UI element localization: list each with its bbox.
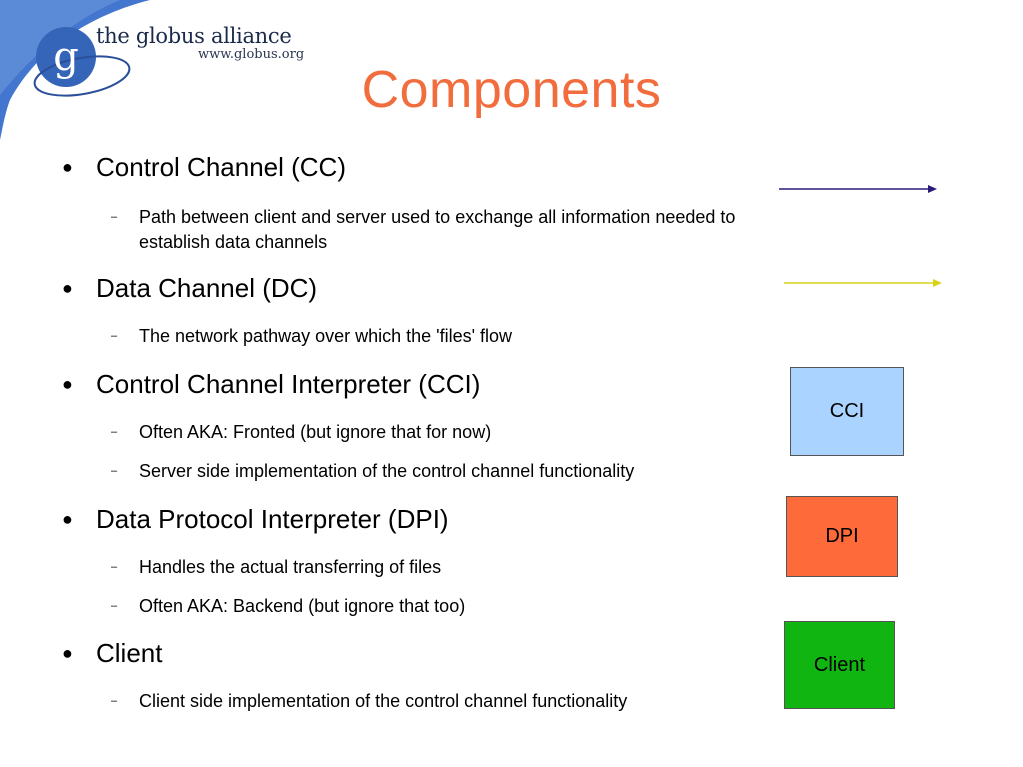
dash-icon: – [111, 465, 118, 477]
client-box: Client [784, 621, 895, 709]
dash-icon: – [111, 561, 118, 573]
cci-box: CCI [790, 367, 904, 456]
bullet-dot-icon: ● [62, 374, 73, 394]
dc-arrow-icon [784, 279, 942, 287]
org-url: www.globus.org [198, 47, 305, 62]
dash-icon: – [111, 211, 118, 223]
logo-mark: g [53, 34, 79, 80]
bullet-dot-icon: ● [62, 509, 73, 529]
cc-arrow-icon [779, 185, 937, 193]
bullet-dot-icon: ● [62, 157, 73, 177]
dash-icon: – [111, 600, 118, 612]
dash-icon: – [111, 330, 118, 342]
globus-logo-icon: g [33, 27, 131, 97]
dash-icon: – [111, 426, 118, 438]
bullet-dot-icon: ● [62, 643, 73, 663]
corner-decoration: g [0, 0, 150, 140]
bullet-dot-icon: ● [62, 278, 73, 298]
slide-title: Components [361, 61, 662, 119]
dash-icon: – [111, 695, 118, 707]
org-name: the globus alliance [96, 24, 292, 48]
dpi-box: DPI [786, 496, 898, 577]
